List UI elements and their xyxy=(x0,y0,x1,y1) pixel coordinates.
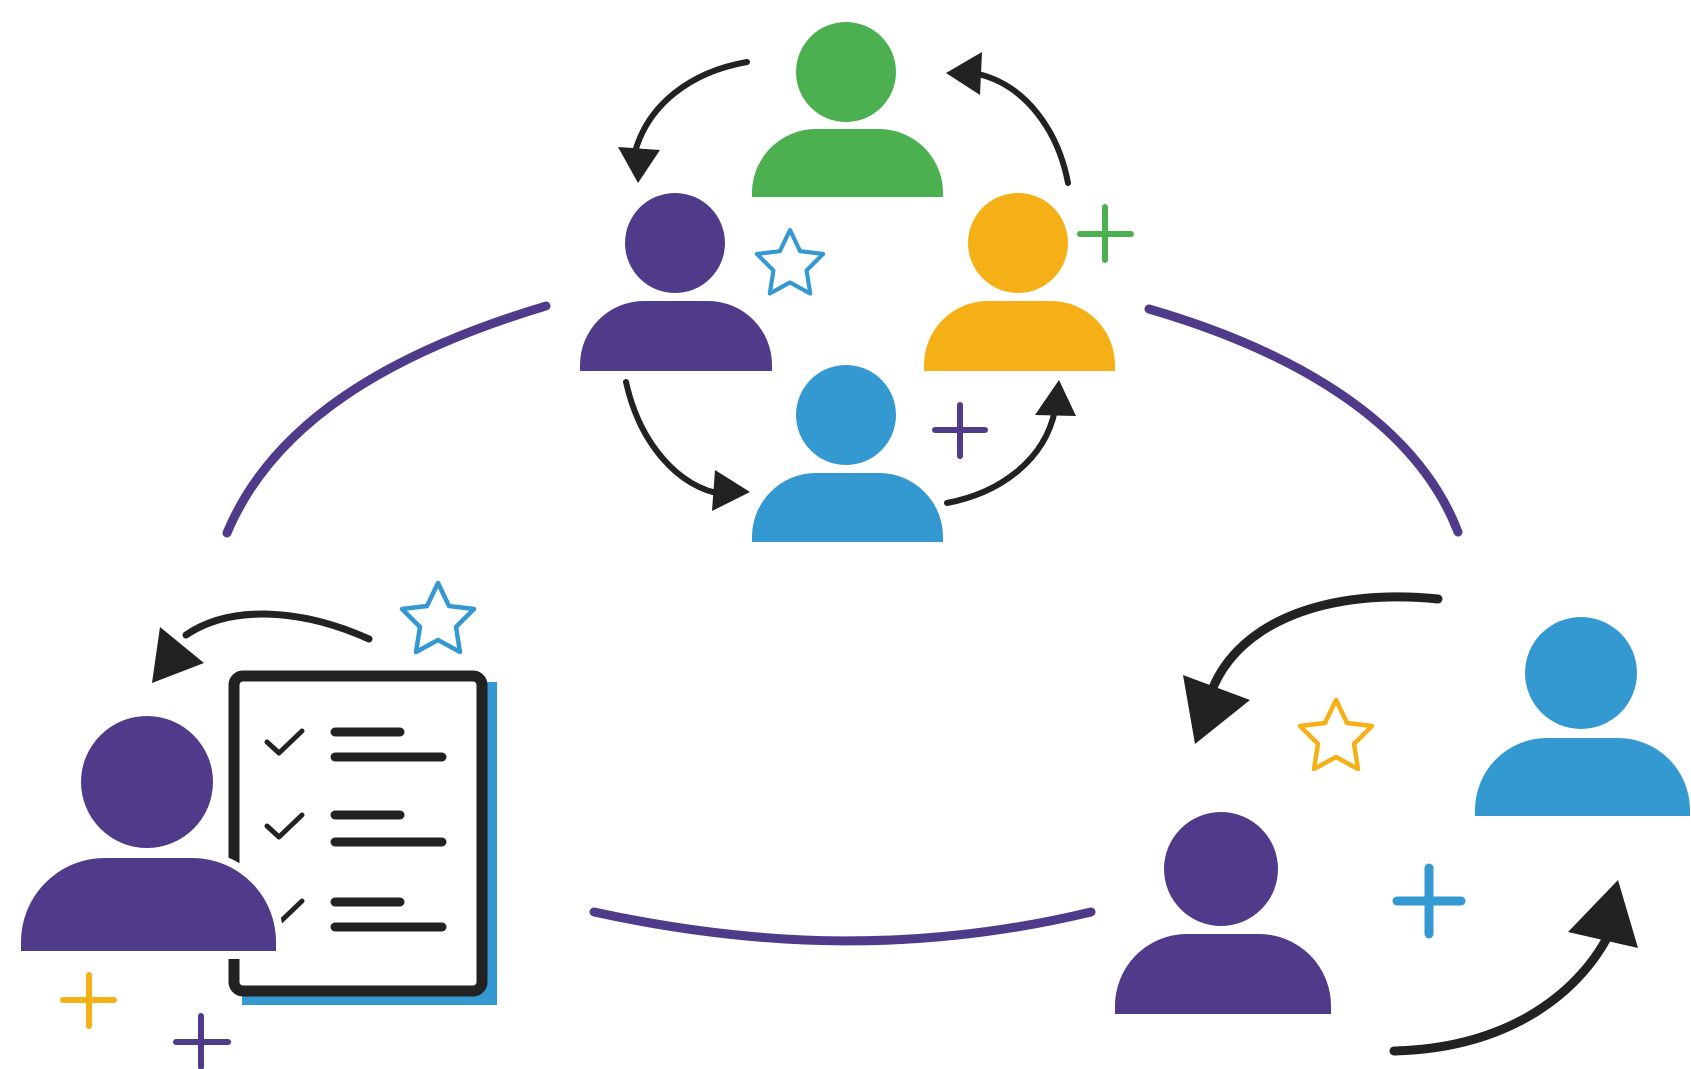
person-right-purple-icon xyxy=(1114,812,1332,1014)
arrow-yellow-to-green xyxy=(975,71,1071,186)
person-top-green-icon xyxy=(752,22,943,197)
star-icon xyxy=(1300,700,1372,769)
arrowhead-icon xyxy=(1035,380,1076,416)
connector-arcs xyxy=(222,301,1463,946)
arrowhead-icon xyxy=(618,147,660,183)
person-right-blue-icon xyxy=(1475,617,1690,816)
plus-icon xyxy=(932,402,988,459)
cycle-arrows xyxy=(618,52,1076,511)
plus-icon xyxy=(173,1013,231,1069)
plus-icon xyxy=(1392,863,1466,939)
star-icon xyxy=(402,583,474,652)
arrowhead-icon xyxy=(1183,675,1250,744)
arc-left xyxy=(222,301,551,538)
arrow-blue-to-yellow xyxy=(944,407,1058,506)
arrow-to-blue-person xyxy=(1389,880,1638,1056)
plus-icon xyxy=(1077,204,1134,263)
arc-bottom xyxy=(589,907,1096,946)
arrowhead-icon xyxy=(1568,880,1638,948)
arrow-to-left-person xyxy=(152,610,373,683)
plus-icon xyxy=(60,972,117,1029)
person-top-yellow-icon xyxy=(924,193,1115,371)
person-top-blue-icon xyxy=(752,365,943,542)
arc-right xyxy=(1144,304,1463,537)
person-top-purple-icon xyxy=(580,193,772,371)
arrow-to-right-person xyxy=(1183,592,1443,744)
arrow-green-to-purple xyxy=(632,59,750,155)
arrow-purple-to-blue xyxy=(623,379,725,497)
arrowhead-icon xyxy=(152,627,204,683)
checklist-item-2 xyxy=(264,810,447,847)
person-left-purple-icon xyxy=(12,715,285,959)
arrowhead-icon xyxy=(946,52,982,95)
checklist-document-icon xyxy=(228,670,497,1005)
arrowhead-icon xyxy=(712,470,750,511)
checklist-item-1 xyxy=(264,727,447,762)
star-icon xyxy=(757,230,823,293)
